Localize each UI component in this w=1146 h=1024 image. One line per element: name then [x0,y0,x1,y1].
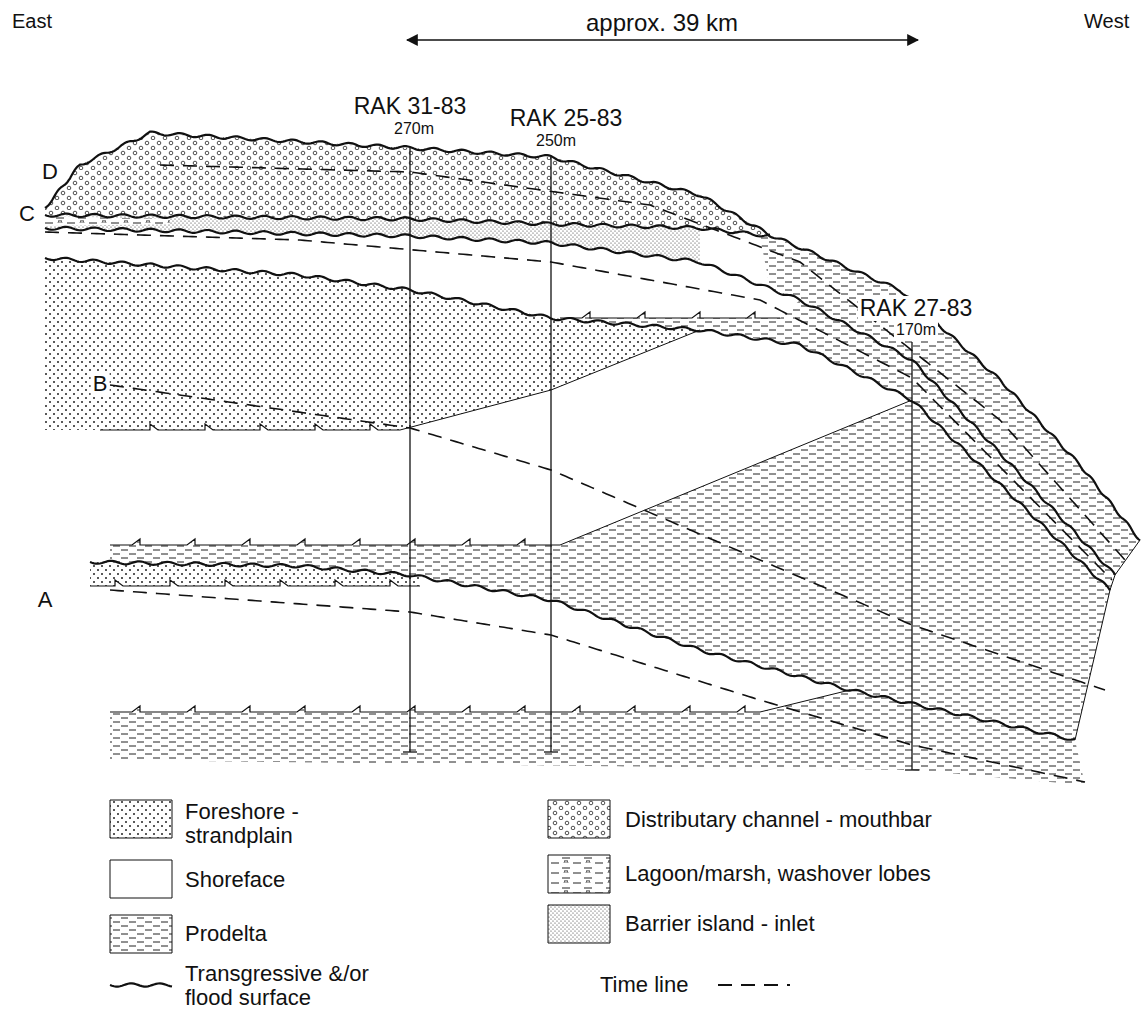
legend-text: Transgressive &/or flood surface [185,962,400,1010]
direction-label: West [1082,10,1131,32]
well-elevation: 270m [392,120,436,138]
transgressive-surface [45,227,1115,575]
legend-text: Foreshore - strandplain [185,800,335,848]
well-line [550,157,551,752]
unit-letter: C [17,202,37,226]
well-line [409,148,410,752]
unit-letter: B [91,372,110,396]
section-edge [1075,540,1140,740]
shoreface-region [45,133,1140,785]
facies-boundary [400,330,700,430]
well-elevation: 250m [534,132,578,150]
facies-fills [45,133,1140,785]
legend-swatch [110,915,172,953]
well-elevation: 170m [894,321,938,339]
legend-swatch [110,860,172,898]
direction-label: East [10,10,54,32]
prodelta-region [110,400,1110,740]
transgressive-surface [45,132,1140,541]
legend-swatch [110,983,172,986]
unit-letter: D [40,160,60,184]
transgressive-surface [45,258,1110,591]
unit-letter: A [36,588,55,612]
interfinger-line [560,312,780,318]
well-base-tick [905,769,919,770]
interfinger-line [100,424,400,430]
legend-swatch [548,905,610,943]
well-line [911,342,912,770]
legend-text: Prodelta [185,922,267,946]
legend-swatch [548,800,610,838]
time-line [110,590,1085,782]
facies-boundary [760,690,850,712]
legend-text: Distributary channel - mouthbar [625,808,932,832]
distance-arrow [407,39,918,41]
legend-text: Time line [600,973,688,997]
well-name: RAK 27-83 [858,296,975,321]
time-line [45,232,1112,580]
distance-label: approx. 39 km [584,10,740,36]
well-name: RAK 25-83 [508,106,625,131]
legend-text: Shoreface [185,868,285,892]
time-line [160,165,1125,560]
transgressive-surface [90,561,1075,740]
interfinger-line [90,580,420,586]
well-base-tick [403,751,417,752]
legend-text: Barrier island - inlet [625,912,815,936]
time-line [110,385,1105,690]
legend-swatch [110,800,172,838]
interfinger-line [110,706,760,712]
surface-lines [45,40,1140,782]
legend-swatch [548,855,610,893]
prodelta-region [760,235,1140,575]
well-base-tick [544,751,558,752]
legend-text: Lagoon/marsh, washover lobes [625,862,931,886]
legend-swatch [718,984,790,986]
transgressive-surface [45,214,770,237]
interfinger-line [110,539,560,545]
facies-boundary [560,400,912,545]
well-name: RAK 31-83 [352,94,469,119]
